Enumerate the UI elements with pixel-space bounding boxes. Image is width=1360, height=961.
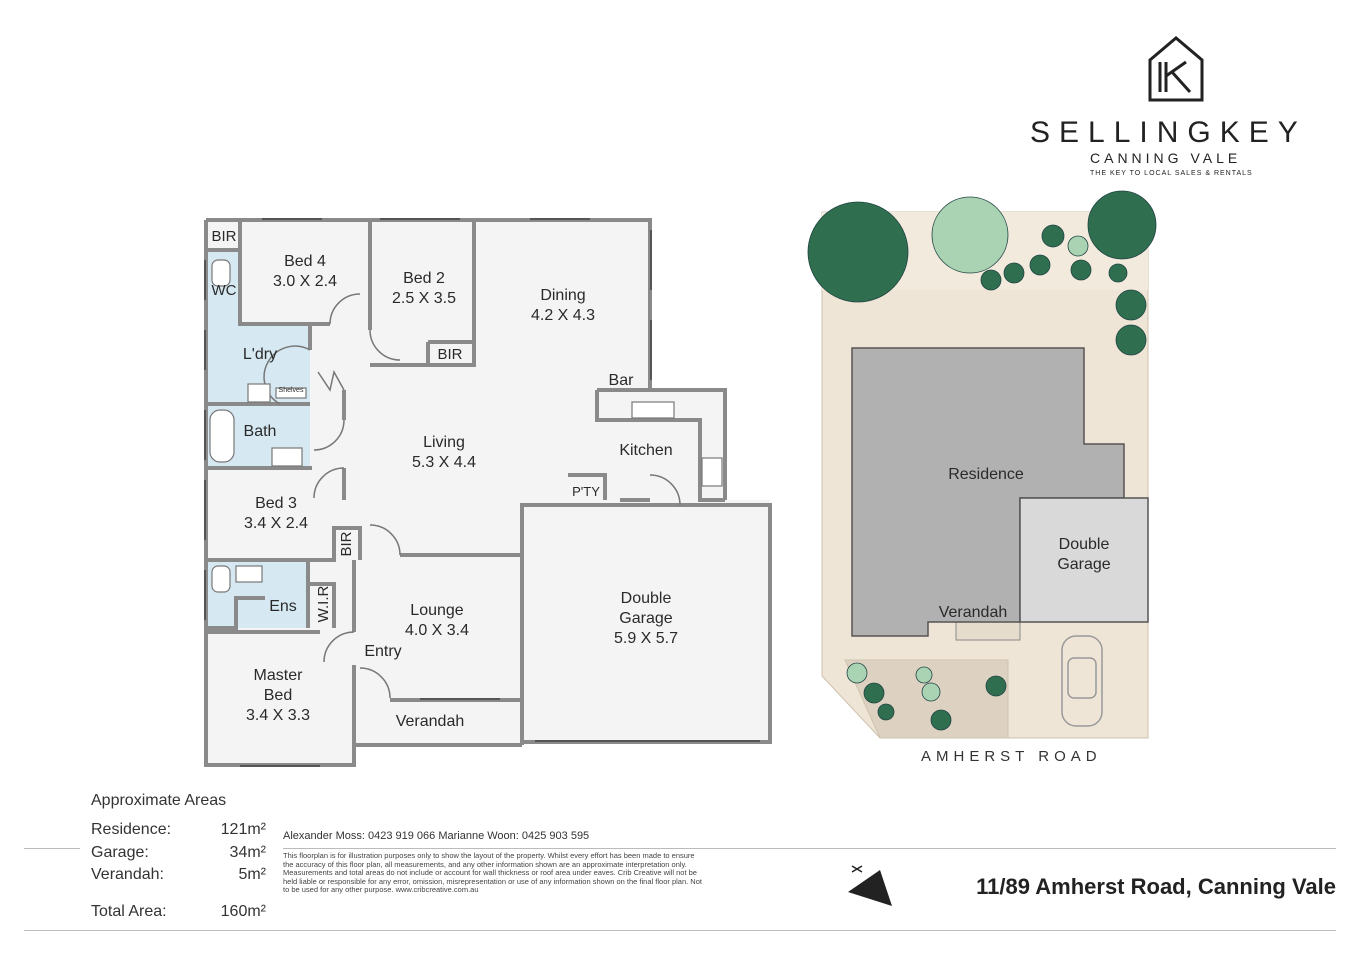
tree-icon xyxy=(1108,263,1128,283)
dining-size: 4.2 X 4.3 xyxy=(530,307,596,324)
master-name-1: Master xyxy=(253,667,303,684)
area-label: Garage: xyxy=(91,844,149,861)
pantry-label: P'TY xyxy=(572,484,600,499)
windows xyxy=(204,218,760,767)
tree-icon xyxy=(1115,289,1147,321)
tree-icon xyxy=(1115,324,1147,356)
wir-label: W.I.R xyxy=(315,585,332,623)
bed3-size: 3.4 X 2.4 xyxy=(243,515,309,532)
room-bed4: Bed 4 3.0 X 2.4 xyxy=(273,252,337,292)
tree-icon xyxy=(985,675,1007,697)
area-value: 160m² xyxy=(220,903,266,920)
bath-label: Bath xyxy=(243,423,277,440)
master-size: 3.4 X 3.3 xyxy=(245,707,311,724)
house-key-icon xyxy=(1148,36,1204,102)
living-size: 5.3 X 4.4 xyxy=(411,454,477,471)
tree-icon xyxy=(1041,224,1065,248)
tree-icon xyxy=(846,662,868,684)
divider xyxy=(24,930,1336,931)
verandah-label: Verandah xyxy=(395,713,465,730)
garage-name-1: Double xyxy=(620,590,672,607)
tree-icon xyxy=(1087,190,1157,260)
bed3-name: Bed 3 xyxy=(255,495,297,512)
area-label: Total Area: xyxy=(91,903,167,920)
bed4-size: 3.0 X 2.4 xyxy=(272,273,338,290)
site-garage-line2: Garage xyxy=(1057,556,1111,573)
area-label: Verandah: xyxy=(91,866,164,883)
lounge-name: Lounge xyxy=(410,602,464,619)
room-dining: Dining 4.2 X 4.3 xyxy=(531,286,595,326)
disclaimer-text: This floorplan is for illustration purpo… xyxy=(283,851,702,895)
dining-name: Dining xyxy=(540,287,586,304)
brand-tagline: THE KEY TO LOCAL SALES & RENTALS xyxy=(1090,170,1253,177)
tree-icon xyxy=(915,666,933,684)
tree-icon xyxy=(1029,254,1051,276)
tree-icon xyxy=(877,703,895,721)
wc-label: WC xyxy=(211,282,237,299)
bir-bed3-label: BIR xyxy=(338,531,355,557)
tree-icon xyxy=(931,196,1009,274)
room-bed3: Bed 3 3.4 X 2.4 xyxy=(244,494,308,534)
trees xyxy=(807,190,1157,731)
tree-icon xyxy=(1003,262,1025,284)
area-value: 121m² xyxy=(220,821,266,838)
area-value: 34m² xyxy=(229,844,266,861)
divider xyxy=(283,848,1336,849)
site-garage-line1: Double xyxy=(1058,536,1110,553)
areas-title: Approximate Areas xyxy=(91,792,227,809)
room-living: Living 5.3 X 4.4 xyxy=(412,433,476,473)
tree-icon xyxy=(921,682,941,702)
property-address: 11/89 Amherst Road, Canning Vale xyxy=(976,874,1336,899)
bir-top-label: BIR xyxy=(211,228,237,245)
bar-label: Bar xyxy=(608,372,634,389)
road-name: AMHERST ROAD xyxy=(921,748,1102,765)
agent-contacts: Alexander Moss: 0423 919 066 Marianne Wo… xyxy=(283,830,590,842)
floor-plan xyxy=(204,218,772,767)
garage-name-2: Garage xyxy=(619,610,673,627)
area-value: 5m² xyxy=(238,866,266,883)
fixtures xyxy=(209,259,723,593)
laundry-label: L'dry xyxy=(242,346,278,363)
site-residence-label: Residence xyxy=(948,466,1024,483)
divider xyxy=(24,848,80,849)
car-icon xyxy=(1061,635,1103,727)
garage-size: 5.9 X 5.7 xyxy=(613,630,679,647)
tree-icon xyxy=(1067,235,1089,257)
kitchen-label: Kitchen xyxy=(619,442,673,459)
entry-label: Entry xyxy=(364,643,402,660)
brand-name: SELLINGKEY xyxy=(1030,116,1307,149)
tree-icon xyxy=(807,201,909,303)
bed4-name: Bed 4 xyxy=(284,253,326,270)
tree-icon xyxy=(863,682,885,704)
door-swings xyxy=(263,293,681,699)
tree-icon xyxy=(980,269,1002,291)
room-bed2: Bed 2 2.5 X 3.5 xyxy=(392,269,456,309)
bed2-name: Bed 2 xyxy=(403,270,445,287)
bed2-size: 2.5 X 3.5 xyxy=(391,290,457,307)
master-name-2: Bed xyxy=(263,687,293,704)
lounge-size: 4.0 X 3.4 xyxy=(404,622,470,639)
area-label: Residence: xyxy=(91,821,172,838)
tree-icon xyxy=(1070,259,1092,281)
shelves-label: Shelves xyxy=(278,387,304,394)
site-verandah-label: Verandah xyxy=(938,604,1008,621)
bir-bed2-label: BIR xyxy=(437,346,463,363)
brand-location: CANNING VALE xyxy=(1090,150,1242,166)
room-lounge: Lounge 4.0 X 3.4 xyxy=(405,601,469,641)
ens-label: Ens xyxy=(269,598,297,615)
living-name: Living xyxy=(423,434,465,451)
tree-icon xyxy=(930,709,952,731)
north-arrow-icon xyxy=(848,865,892,906)
